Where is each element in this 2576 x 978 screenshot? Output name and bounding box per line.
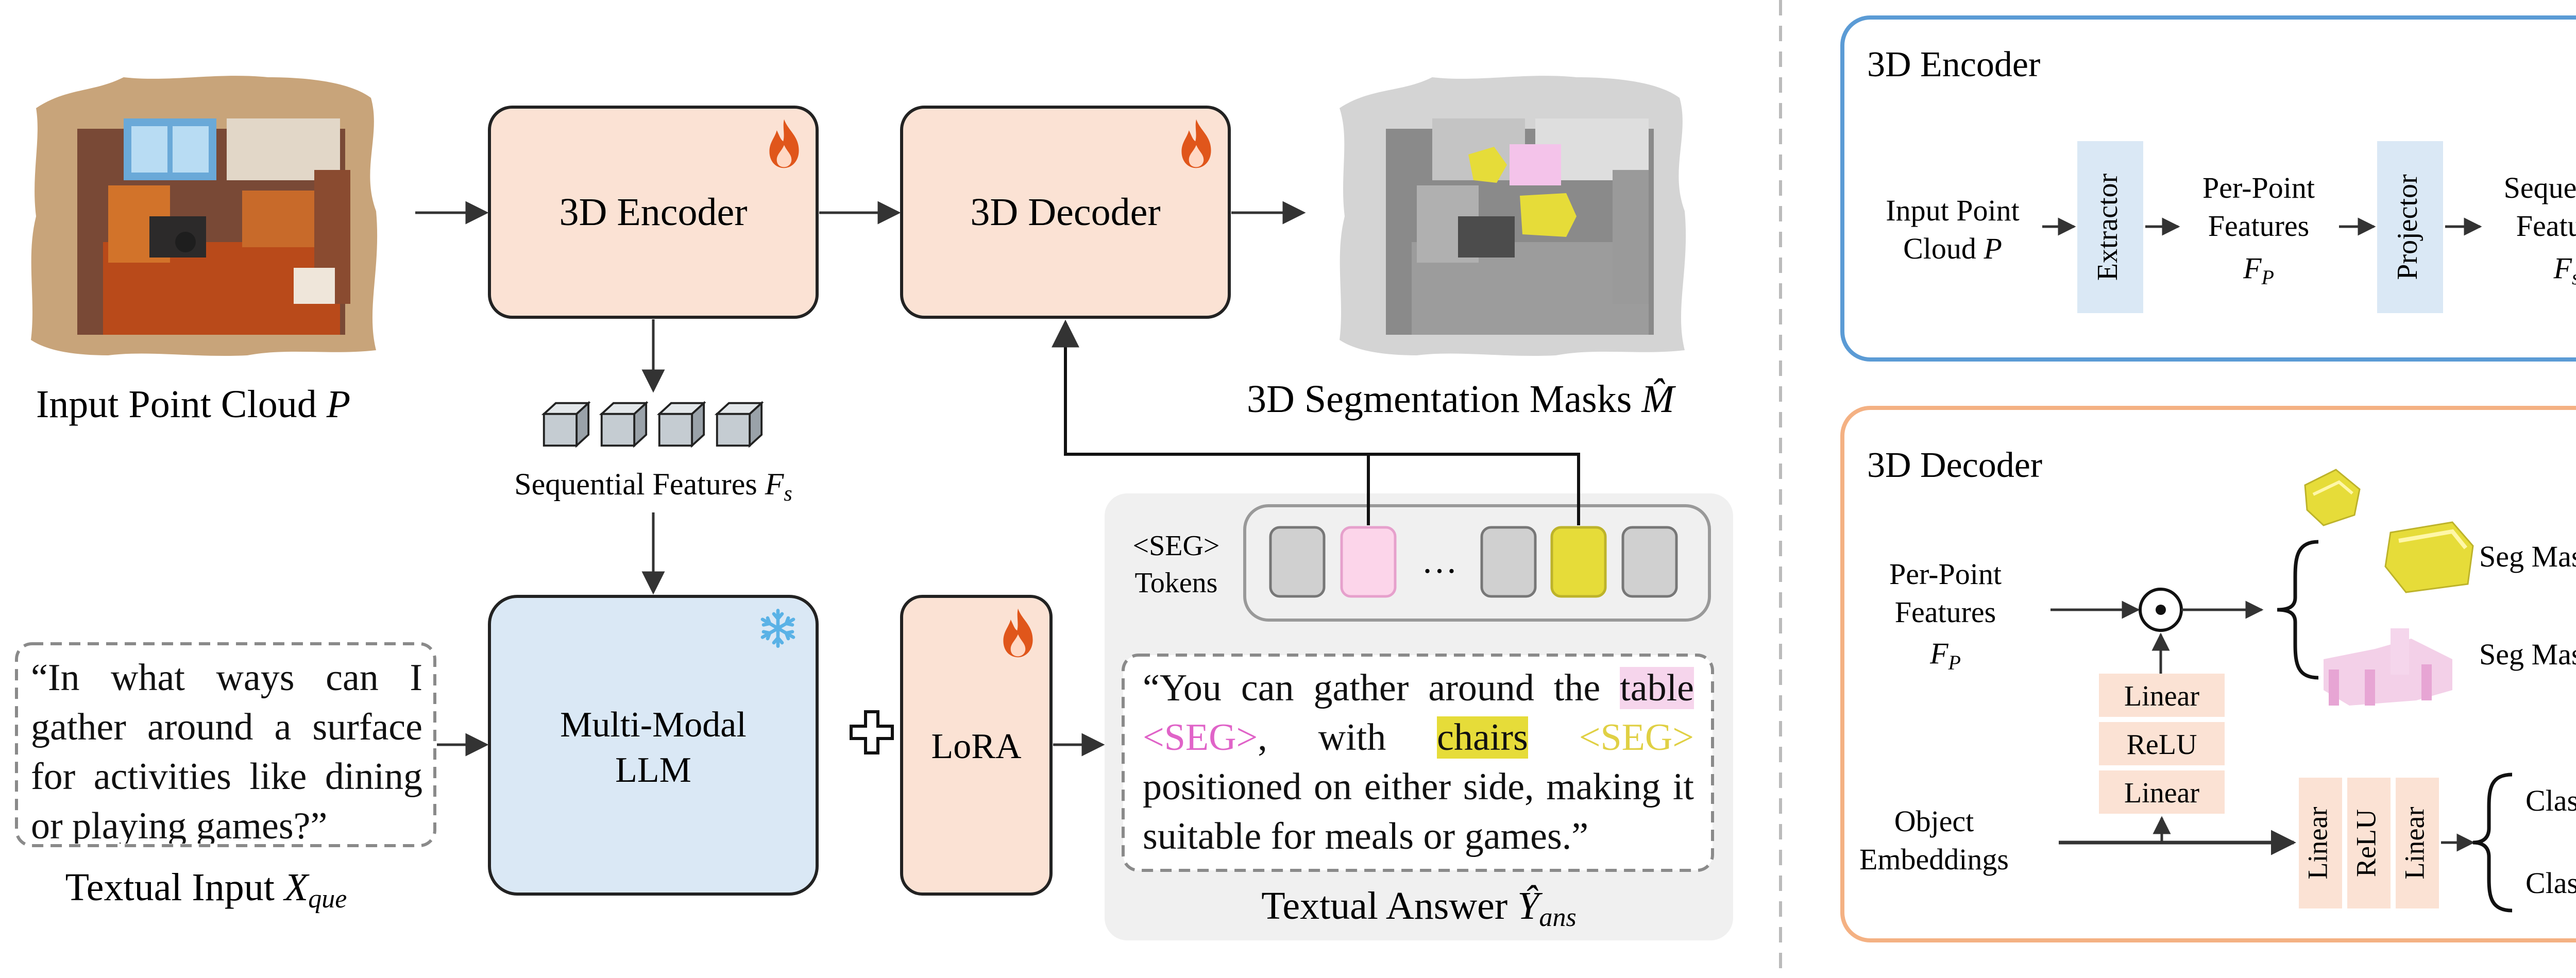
cube-icon <box>543 402 590 447</box>
enc-perpoint-line1: Per-Point <box>2202 171 2315 204</box>
seg-token-pink: <SEG> <box>1143 716 1258 759</box>
segmentation-masks-image <box>1340 76 1686 356</box>
answer-box <box>1122 654 1714 872</box>
cls-linear-2 <box>2396 778 2439 908</box>
token-pink <box>1340 526 1397 598</box>
class-2-label: Class 2 <box>2526 866 2576 900</box>
question-text: “In what ways can I gather around a surf… <box>31 657 422 844</box>
token-gray <box>1269 526 1326 598</box>
enc-input-line1: Input Point <box>1886 194 2019 227</box>
llm-label-line2: LLM <box>615 750 691 790</box>
cube-icon <box>658 402 705 447</box>
enc-perpoint-symbol: FP <box>2243 251 2274 289</box>
mlp-relu-label: ReLU <box>2127 729 2197 761</box>
cls-relu-label: ReLU <box>2350 809 2381 877</box>
mlp-linear-top <box>2099 674 2225 717</box>
cube-icon <box>600 402 648 447</box>
seg-tokens-label-line1: <SEG> <box>1133 530 1220 562</box>
plus-icon <box>850 710 894 754</box>
chair-icon <box>2304 469 2361 526</box>
seg-mask-1-label: Seg Mask 1 <box>2479 540 2576 573</box>
object-embeddings-line2: Embeddings <box>1859 843 2009 876</box>
question-text-wrap: “In what ways can I gather around a surf… <box>31 657 422 844</box>
cube-icon <box>716 402 763 447</box>
cls-linear-1-label: Linear <box>2302 807 2333 880</box>
answer-text: “You can gather around the table <SEG>, … <box>1143 667 1694 857</box>
cls-linear-2-label: Linear <box>2399 807 2430 880</box>
mlp-relu <box>2099 722 2225 765</box>
token-gray <box>1621 526 1678 598</box>
answer-text-wrap: “You can gather around the table <SEG>, … <box>1143 667 1694 857</box>
cls-linear-1 <box>2299 778 2342 908</box>
lora-block <box>900 595 1053 896</box>
mlp-linear-bottom-label: Linear <box>2124 777 2199 809</box>
seg-mask-brace <box>2277 540 2319 680</box>
llm-label-line1: Multi-Modal <box>560 705 747 745</box>
table-icon <box>2324 628 2452 706</box>
object-embeddings-line1: Object <box>1894 804 1974 838</box>
cls-relu <box>2347 778 2391 908</box>
seg-tokens-label-line2: Tokens <box>1135 567 1218 599</box>
encoder-label: 3D Encoder <box>559 191 747 234</box>
highlight-table: table <box>1620 667 1694 709</box>
token-yellow <box>1550 526 1607 598</box>
dot-product-icon <box>2156 605 2166 615</box>
projector-label: Projector <box>2392 174 2424 280</box>
extractor-block <box>2077 141 2143 313</box>
class-brace <box>2472 773 2513 913</box>
decoder-panel-title: 3D Decoder <box>1867 445 2042 485</box>
class-1-label: Class 1 <box>2526 784 2576 817</box>
enc-seq-line1: Sequential <box>2504 171 2576 204</box>
sequential-features-label: Sequential Features Fs <box>514 467 792 506</box>
textual-input-label: Textual Input Xque <box>65 866 347 914</box>
enc-seq-symbol: Fs <box>2553 251 2576 289</box>
textual-answer-label: Textual Answer Ŷans <box>1261 884 1577 932</box>
input-point-cloud-label: Input Point Cloud P <box>36 383 350 426</box>
decoder-label: 3D Decoder <box>970 191 1160 234</box>
enc-perpoint-line2: Features <box>2208 209 2310 243</box>
question-box <box>15 642 436 847</box>
dec-perpoint-symbol: FP <box>1929 637 1961 674</box>
extractor-label: Extractor <box>2092 173 2124 281</box>
line-yellow-token-to-decoder <box>1368 453 1580 525</box>
mlp-linear-top-label: Linear <box>2124 680 2199 712</box>
lora-label: LoRA <box>931 727 1022 766</box>
decoder-block <box>900 106 1231 319</box>
highlight-chairs: chairs <box>1437 716 1528 759</box>
dec-perpoint-line2: Features <box>1895 595 1996 629</box>
dec-perpoint-line1: Per-Point <box>1889 557 2002 591</box>
segmentation-masks-label: 3D Segmentation Masks M̂ <box>1247 378 1676 421</box>
token-gray <box>1480 526 1537 598</box>
enc-seq-line2: Features <box>2516 209 2576 243</box>
seg-token-yellow: <SEG> <box>1579 716 1694 759</box>
seg-mask-2-label: Seg Mask 2 <box>2479 638 2576 671</box>
enc-input-line2: Cloud P <box>1903 232 2002 265</box>
input-point-cloud-image <box>31 76 378 356</box>
projector-block <box>2377 141 2443 313</box>
encoder-panel-title: 3D Encoder <box>1867 45 2040 84</box>
encoder-block <box>488 106 819 319</box>
token-ellipsis: … <box>1421 541 1458 581</box>
mlp-linear-bottom <box>2099 770 2225 814</box>
arrow-pink-token-to-decoder <box>1052 319 1370 525</box>
chair-icon <box>2384 521 2474 593</box>
llm-block <box>488 595 819 896</box>
